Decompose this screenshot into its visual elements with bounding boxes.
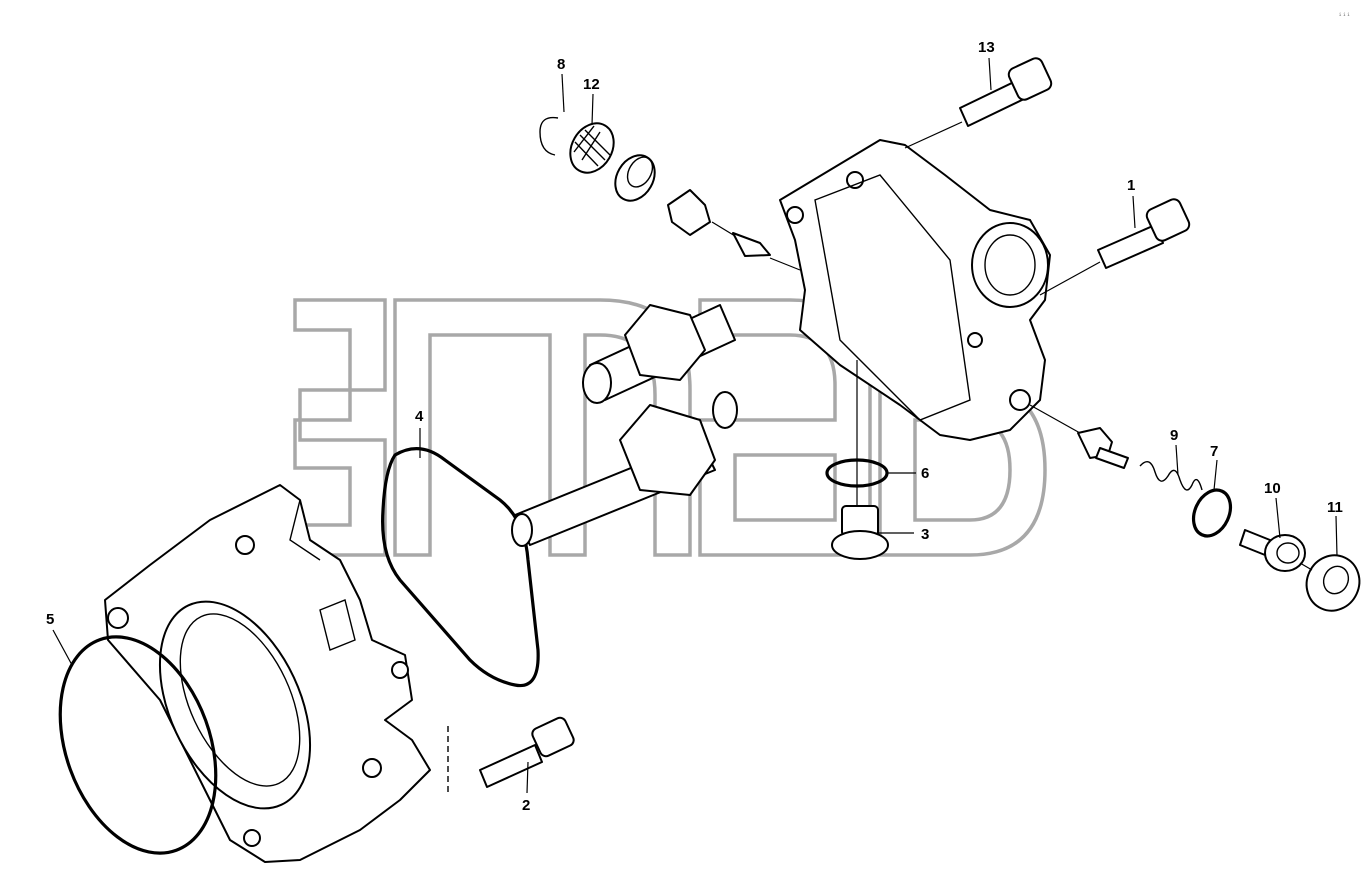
callout-4: 4 xyxy=(415,408,424,425)
callout-10: 10 xyxy=(1264,480,1281,497)
callout-6: 6 xyxy=(921,465,929,482)
cover-housing xyxy=(779,139,1051,441)
plug-3 xyxy=(831,505,889,560)
leader-lines xyxy=(52,57,1338,794)
callout-5: 5 xyxy=(46,611,54,628)
callout-7: 7 xyxy=(1210,443,1218,460)
washer-11 xyxy=(1305,554,1361,612)
callout-2: 2 xyxy=(522,797,530,814)
bolt-2 xyxy=(447,716,575,796)
gear-shaft-lower xyxy=(511,391,738,547)
o-ring-7 xyxy=(1191,488,1233,538)
callout-12: 12 xyxy=(583,76,600,93)
spring-9 xyxy=(1139,460,1203,491)
pump-housing xyxy=(104,484,431,863)
bolt-13 xyxy=(959,57,1053,127)
valve-piston-lower xyxy=(1077,427,1129,469)
callout-9: 9 xyxy=(1170,427,1178,444)
callout-3: 3 xyxy=(921,526,929,543)
bolt-1 xyxy=(1097,198,1191,269)
valve-piston-upper xyxy=(667,189,771,257)
corner-code: ᵢᵢᵢ xyxy=(1338,10,1351,18)
callout-11: 11 xyxy=(1327,499,1343,516)
snap-ring-8 xyxy=(539,116,559,156)
callout-numbers: 1 2 3 4 5 6 7 8 9 10 11 12 13 xyxy=(46,39,1343,814)
o-ring-5 xyxy=(58,635,218,855)
callout-8: 8 xyxy=(557,56,565,73)
gear-shaft-upper xyxy=(582,304,736,404)
sleeve xyxy=(614,154,656,202)
callout-13: 13 xyxy=(978,39,995,56)
filter-12 xyxy=(569,122,615,174)
gasket-4 xyxy=(381,447,540,688)
valve-plug-10 xyxy=(1239,529,1306,572)
callout-1: 1 xyxy=(1127,177,1135,194)
